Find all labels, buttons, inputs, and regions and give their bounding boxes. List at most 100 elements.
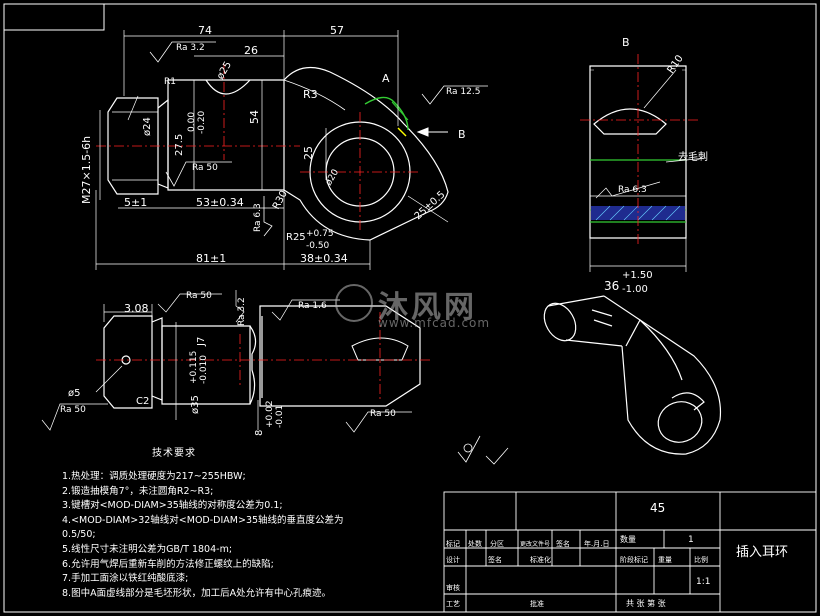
- dim-26: 26: [244, 44, 258, 57]
- ra-125: Ra 12.5: [446, 87, 480, 97]
- dim-3.08: 3.08: [124, 302, 149, 315]
- section-centerlines: [580, 54, 700, 246]
- dim-81: 81±1: [196, 252, 226, 265]
- dim-r3: R3: [303, 88, 318, 101]
- lbl-change-doc: 更改文件号: [520, 540, 550, 548]
- qty-label: 数量: [620, 534, 636, 544]
- material: 45: [650, 501, 665, 515]
- ra-50-c: Ra 50: [370, 409, 396, 419]
- dim-phi25: ø25: [215, 60, 234, 82]
- lbl-count: 处数: [468, 539, 482, 548]
- outer-border: [3, 3, 817, 613]
- lbl-ratio: 比例: [694, 555, 708, 564]
- watermark-url: www.mfcad.com: [378, 316, 491, 330]
- title-block-text: 45 插入耳环 数量 1 1:1 标记 处数 分区 更改文件号 签名 年.月.日…: [446, 501, 788, 608]
- lbl-date: 年.月.日: [584, 539, 609, 548]
- lbl-mark: 标记: [446, 539, 460, 548]
- ra-50-a: Ra 50: [60, 405, 86, 415]
- tech-line: 3.键槽对<MOD-DIAM>35轴线的对称度公差为0.1;: [62, 500, 283, 512]
- label-a: A: [382, 72, 390, 85]
- ra-32-bottom: Ra 3.2: [237, 297, 247, 326]
- dim-25b: 25±0.5: [413, 189, 448, 222]
- dim-phi35: ø35: [190, 395, 201, 414]
- thread-shank: [107, 97, 159, 195]
- section-slot: [593, 108, 667, 135]
- tech-line: 7.手加工面涂以铁红纯酸底漆;: [62, 573, 189, 585]
- dim-54: 54: [248, 110, 261, 124]
- dim-53: 53±0.34: [196, 196, 244, 209]
- dim-tol-020: -0.20: [197, 110, 207, 134]
- dim-57: 57: [330, 24, 344, 37]
- isometric-view: [543, 295, 722, 455]
- dim-25: 25: [302, 146, 315, 160]
- main-dim-lines: [95, 30, 449, 270]
- dim-phi35-tol-up: +0.115: [189, 351, 199, 384]
- shaft-body: [167, 79, 285, 191]
- scale: 1:1: [696, 577, 710, 587]
- ra-16: Ra 1.6: [298, 301, 327, 311]
- dim-27.5: 27.5: [174, 134, 185, 156]
- main-roughness-text: Ra 3.2 Ra 50 Ra 12.5 Ra 6.3: [176, 43, 480, 232]
- lbl-weight: 重量: [658, 556, 672, 564]
- dim-thread: M27×1.5-6h: [80, 136, 93, 204]
- tech-line: 5.线性尺寸未注明公差为GB/T 1804-m;: [62, 543, 233, 555]
- bottom-dim-lines: [41, 290, 412, 433]
- tech-line: 0.5/50;: [62, 529, 96, 541]
- main-roughness-symbols: [149, 41, 488, 237]
- corner-box: [4, 4, 105, 31]
- lbl-approve: 批准: [530, 599, 544, 608]
- section-text: B R10 去毛刺 Ra 6.3 36 +1.50 -1.00: [604, 36, 708, 295]
- lbl-process: 工艺: [446, 600, 460, 608]
- ra-63: Ra 6.3: [253, 203, 263, 232]
- dim-phi5: ø5: [68, 388, 80, 399]
- dim-tol-0: 0.00: [187, 112, 197, 132]
- ra-50: Ra 50: [192, 163, 218, 173]
- ra-63-section: Ra 6.3: [618, 185, 647, 195]
- dim-r25-tol-dn: -0.50: [306, 241, 330, 251]
- tech-requirements: 1.热处理：调质处理硬度为217~255HBW; 2.锻造抽模角7°，未注圆角R…: [62, 470, 344, 601]
- dim-5: 5±1: [124, 196, 147, 209]
- tech-line: 4.<MOD-DIAM>32轴线对<MOD-DIAM>35轴线的垂直度公差为: [62, 514, 344, 526]
- deburr-note: 去毛刺: [678, 151, 708, 163]
- dim-36-tol-dn: -1.00: [622, 284, 648, 295]
- dim-r25-tol-up: +0.75: [306, 229, 334, 239]
- fit-j7: J7: [196, 337, 207, 347]
- part-name: 插入耳环: [736, 545, 788, 560]
- tech-line: 2.锻造抽模角7°，未注圆角R2~R3;: [62, 485, 214, 497]
- tech-line: 1.热处理：调质处理硬度为217~255HBW;: [62, 471, 246, 482]
- dim-r1: R1: [164, 77, 176, 87]
- main-dim-text: 74 57 26 81±1 38±0.34 5±1 53±0.34 R3 R25…: [80, 24, 466, 265]
- title-block-lines: [443, 491, 817, 613]
- lbl-zone: 分区: [490, 539, 504, 548]
- dim-36-tol-up: +1.50: [622, 270, 653, 281]
- section-title-b: B: [622, 36, 630, 49]
- bottom-centerlines: [96, 312, 430, 400]
- main-view: [107, 66, 449, 241]
- ear-outline: [283, 66, 449, 241]
- label-b: B: [458, 128, 466, 141]
- lbl-stage: 阶段标记: [620, 555, 648, 564]
- lbl-design: 设计: [446, 555, 460, 564]
- lbl-designer: 签名: [488, 555, 502, 564]
- dim-8-tol-dn: -0.01: [275, 405, 285, 428]
- tech-line: 8.图中A面虚线部分是毛坯形状，加工后A处允许有中心孔痕迹。: [62, 587, 332, 599]
- dim-r10: R10: [665, 53, 685, 75]
- dim-74: 74: [198, 24, 212, 37]
- dim-phi24: ø24: [142, 117, 153, 136]
- dim-c2: C2: [136, 396, 149, 407]
- bottom-view: [103, 305, 421, 409]
- watermark-logo: [335, 284, 373, 322]
- lbl-std: 标准化: [530, 555, 551, 564]
- ra-32: Ra 3.2: [176, 43, 205, 53]
- dim-8: 8: [254, 430, 265, 436]
- main-centerlines: [96, 64, 420, 232]
- keyway-arc: [205, 79, 251, 95]
- dim-38: 38±0.34: [300, 252, 348, 265]
- section-dim-lines: [589, 69, 707, 272]
- tech-line: 6.允许用气焊后重新车削的方法修正螺纹上的缺陷;: [62, 558, 274, 570]
- dim-8-tol-up: +0.02: [265, 400, 275, 428]
- lbl-review: 审核: [446, 583, 460, 592]
- bottom-text: 3.08 ø5 C2 Ra 50 Ra 50 Ra 50 Ra 3.2 Ra 1…: [60, 291, 396, 436]
